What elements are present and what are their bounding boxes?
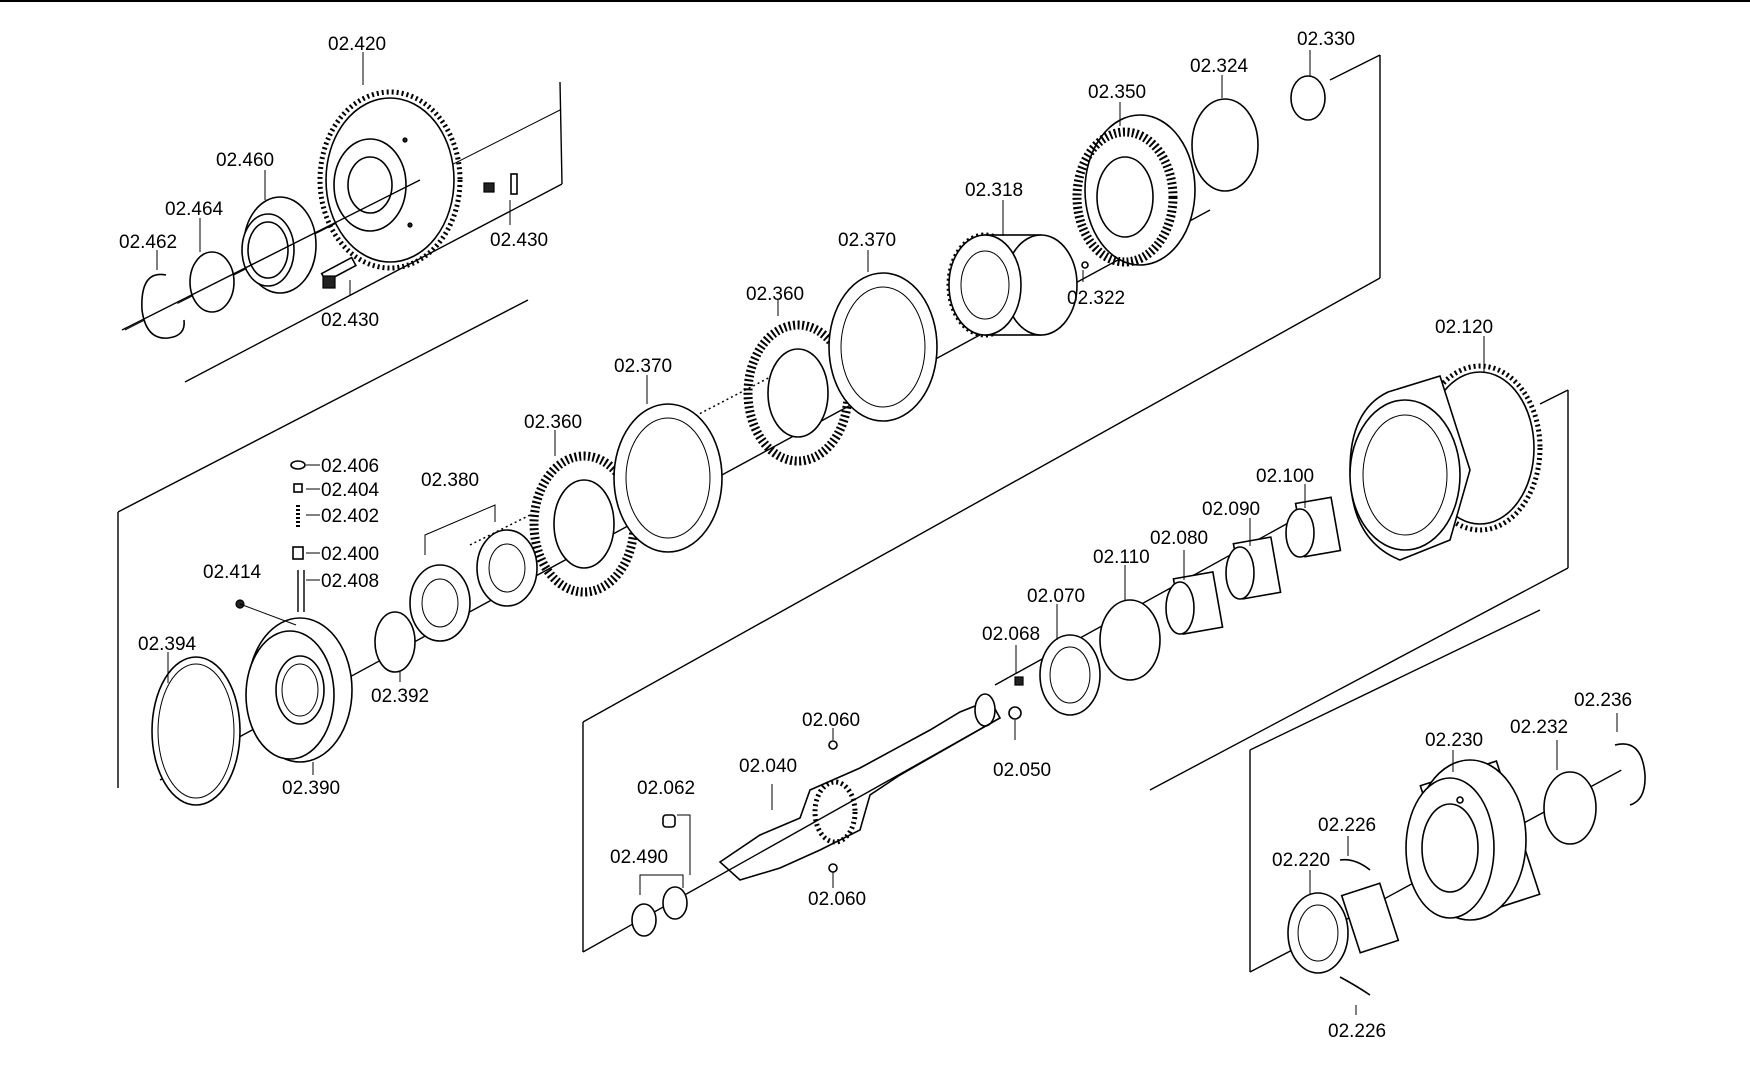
valve-stack: [235, 460, 306, 626]
bushing-02-090: [1225, 536, 1282, 600]
bearing-02-230: [1405, 759, 1541, 921]
group-clutch-pack: [117, 54, 1381, 806]
snap-ring-02-236: [1614, 743, 1646, 806]
steel-plate-02-370-a: [613, 403, 723, 553]
ring-02-464: [189, 251, 235, 313]
ball-02-322: [1081, 261, 1089, 269]
label-02-100: 02.100: [1256, 466, 1314, 487]
label-02-406: 02.406: [321, 456, 379, 477]
label-02-236: 02.236: [1574, 690, 1632, 711]
part-labels: 02.420 02.460 02.464 02.462 02.430 02.43…: [119, 29, 1632, 1042]
label-02-120: 02.120: [1435, 317, 1493, 338]
ring-02-394: [151, 656, 241, 806]
label-02-420: 02.420: [328, 34, 386, 55]
label-02-392: 02.392: [371, 686, 429, 707]
label-02-360-a: 02.360: [524, 412, 582, 433]
label-02-070: 02.070: [1027, 586, 1085, 607]
nut-02-430: [483, 182, 495, 193]
label-02-226-top: 02.226: [1318, 815, 1376, 836]
plate-02-350: [1072, 114, 1196, 267]
label-02-050: 02.050: [993, 760, 1051, 781]
snap-ring-02-330: [1290, 75, 1326, 121]
group-output-gear: [121, 81, 563, 383]
carrier-02-318: [946, 232, 1078, 338]
plug-02-050: [1008, 706, 1022, 720]
ring-02-324: [1191, 98, 1259, 192]
piston-02-390: [245, 617, 353, 763]
label-02-060-bottom: 02.060: [808, 889, 866, 910]
group-bearing-assembly: [1249, 609, 1646, 996]
label-02-400: 02.400: [321, 544, 379, 565]
ring-02-232: [1543, 771, 1597, 845]
label-02-408: 02.408: [321, 571, 379, 592]
label-02-462: 02.462: [119, 232, 177, 253]
hub-02-220: [1287, 882, 1400, 974]
label-02-226-bottom: 02.226: [1328, 1021, 1386, 1042]
washer-02-380-a: [409, 564, 471, 642]
washer-02-380-b: [476, 529, 538, 607]
ring-02-110: [1099, 599, 1161, 681]
steel-plate-02-370-b: [828, 272, 938, 422]
label-02-360-b: 02.360: [746, 284, 804, 305]
label-02-414: 02.414: [203, 562, 262, 583]
label-02-394: 02.394: [138, 634, 197, 655]
label-02-402: 02.402: [321, 506, 379, 527]
label-02-062: 02.062: [637, 778, 695, 799]
bushing-02-100: [1285, 496, 1342, 558]
clip-02-226-b: [1339, 976, 1371, 996]
label-02-068: 02.068: [982, 624, 1040, 645]
label-02-370-b: 02.370: [838, 230, 896, 251]
label-02-330: 02.330: [1297, 29, 1355, 50]
label-02-220: 02.220: [1272, 850, 1330, 871]
label-02-322: 02.322: [1067, 288, 1125, 309]
label-02-230: 02.230: [1425, 730, 1483, 751]
label-02-232: 02.232: [1510, 717, 1568, 738]
label-02-390: 02.390: [282, 778, 340, 799]
key-02-068: [1014, 676, 1024, 686]
label-02-460: 02.460: [216, 150, 274, 171]
plug-02-062: [662, 814, 676, 828]
label-02-324: 02.324: [1190, 56, 1249, 77]
pin-02-430: [510, 173, 518, 195]
label-02-404: 02.404: [321, 480, 380, 501]
snap-ring-02-462: [141, 273, 185, 339]
label-02-090: 02.090: [1202, 499, 1260, 520]
ring-02-490-a: [631, 903, 657, 937]
label-02-318: 02.318: [965, 180, 1023, 201]
label-02-490: 02.490: [610, 847, 668, 868]
label-02-380: 02.380: [421, 470, 479, 491]
label-02-080: 02.080: [1150, 528, 1208, 549]
drum-02-120: [1349, 363, 1543, 561]
clip-02-226-a: [1339, 858, 1371, 871]
label-02-040: 02.040: [739, 756, 797, 777]
ring-02-490-b: [662, 886, 688, 920]
label-02-110: 02.110: [1093, 547, 1150, 568]
bearing-02-460: [241, 196, 317, 294]
bushing-02-080: [1165, 571, 1224, 635]
leader-lines: [156, 50, 1618, 1015]
group-drum: [582, 363, 1569, 953]
ring-02-392: [374, 611, 416, 673]
label-02-464: 02.464: [165, 199, 224, 220]
label-02-370-a: 02.370: [614, 356, 672, 377]
label-02-350: 02.350: [1088, 82, 1146, 103]
label-02-060-top: 02.060: [802, 710, 860, 731]
gear-02-420: [317, 89, 463, 271]
label-02-430-bolt: 02.430: [321, 310, 379, 331]
seal-02-070: [1039, 634, 1101, 716]
label-02-430-nut: 02.430: [490, 230, 548, 251]
bolt-02-430: [320, 256, 357, 289]
